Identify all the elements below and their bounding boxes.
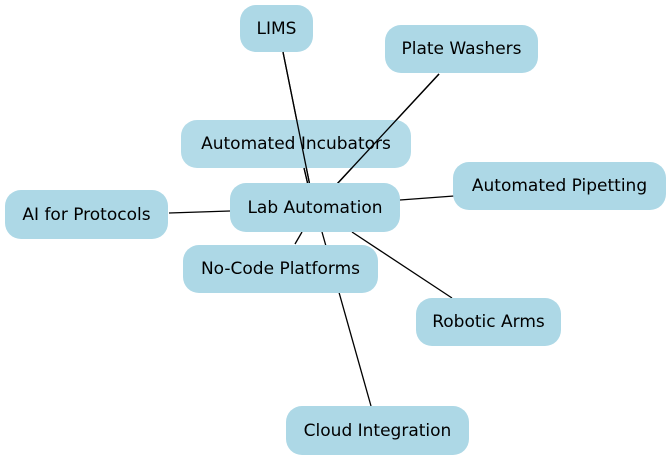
node-label: AI for Protocols: [22, 204, 151, 225]
node-label: Cloud Integration: [303, 420, 452, 441]
edge-lab-ai: [168, 210, 231, 214]
node-plate-washers[interactable]: Plate Washers: [385, 25, 538, 73]
node-automated-incubators[interactable]: Automated Incubators: [181, 120, 411, 168]
node-label: No-Code Platforms: [200, 259, 361, 279]
node-ai-for-protocols[interactable]: AI for Protocols: [5, 190, 168, 239]
node-robotic-arms[interactable]: Robotic Arms: [416, 298, 561, 346]
node-cloud-integration[interactable]: Cloud Integration: [286, 406, 469, 455]
node-lab-automation[interactable]: Lab Automation: [230, 183, 400, 232]
edge-lab-robot: [351, 231, 453, 299]
node-automated-pipetting[interactable]: Automated Pipetting: [453, 162, 666, 210]
edge-lab-nocode: [294, 231, 303, 245]
node-label: Lab Automation: [247, 197, 383, 218]
node-label: Automated Incubators: [201, 134, 391, 154]
edge-lab-pipet: [399, 195, 455, 201]
node-lims[interactable]: LIMS: [240, 5, 313, 52]
node-label: Automated Pipetting: [471, 176, 648, 196]
node-label: Plate Washers: [401, 39, 522, 59]
node-label: LIMS: [256, 18, 297, 39]
node-label: Robotic Arms: [432, 312, 545, 332]
node-no-code-platforms[interactable]: No-Code Platforms: [183, 245, 378, 293]
